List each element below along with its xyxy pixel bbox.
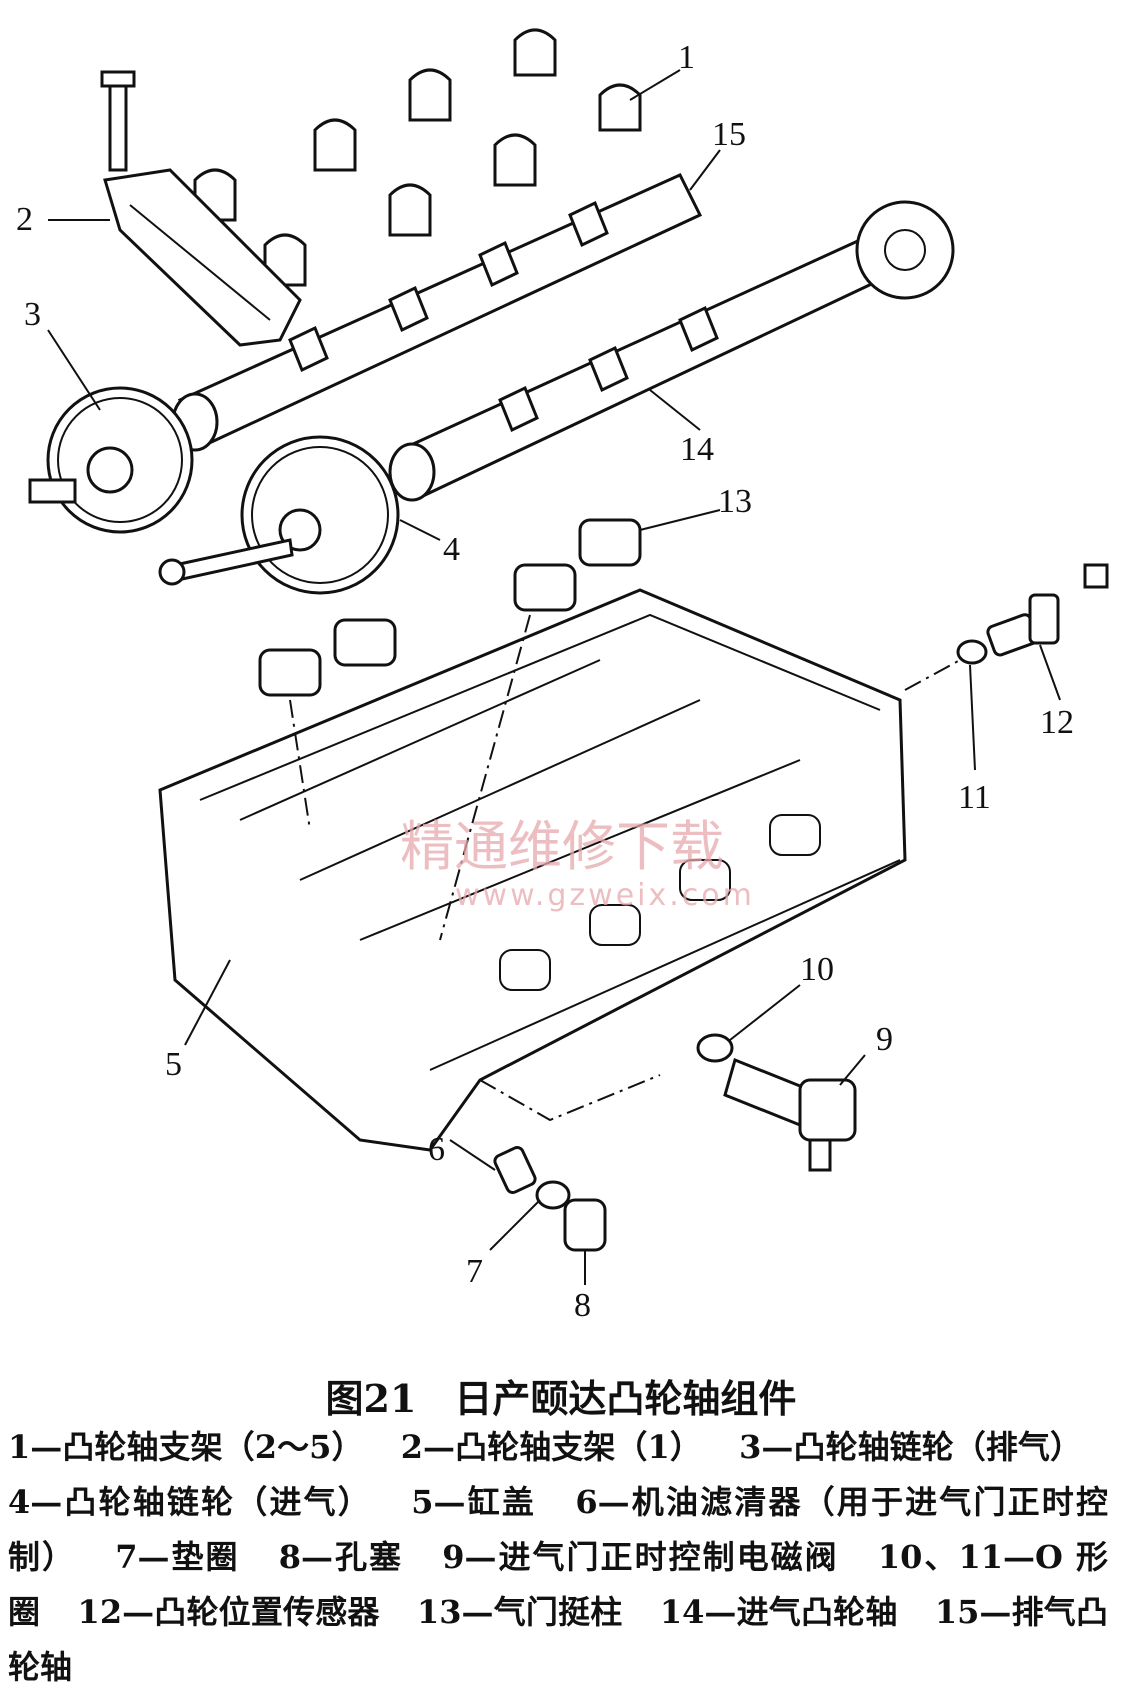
figure-caption: 图21 日产颐达凸轮轴组件: [325, 1376, 797, 1421]
legend-item: 15—排气凸轮轴: [8, 1593, 1109, 1686]
legend-item: 6—机油滤清器（用于进气门正时控制）: [8, 1483, 1108, 1576]
legend-item: 3—凸轮轴链轮（排气）: [739, 1428, 1082, 1466]
leader-lines: [47, 69, 1061, 1285]
legend-item: 8—孔塞: [278, 1538, 404, 1576]
cylinder-head: [158, 588, 961, 1152]
intake-valve-timing-solenoid: [696, 1033, 857, 1172]
watermark-url: www.gzweix.com: [455, 878, 755, 913]
callout-1: 1: [678, 39, 695, 76]
exhaust-camshaft-sprocket: [28, 386, 194, 534]
callout-14: 14: [680, 431, 714, 468]
legend-item: 2—凸轮轴支架（1）: [400, 1428, 702, 1466]
legend-item: 13—气门挺柱: [416, 1593, 623, 1631]
legend-item: 9—进气门正时控制电磁阀: [442, 1538, 839, 1576]
intake-camshaft-sprocket: [158, 435, 400, 595]
callout-5: 5: [165, 1046, 182, 1083]
callout-13: 13: [718, 483, 752, 520]
callout-6: 6: [428, 1131, 445, 1168]
legend-item: 12—凸轮位置传感器: [77, 1593, 380, 1631]
legend-item: 1—凸轮轴支架（2～5）: [8, 1428, 364, 1466]
intake-camshaft: [388, 200, 955, 502]
legend-item: 7—垫圈: [115, 1538, 240, 1576]
callout-3: 3: [24, 296, 41, 333]
callout-10: 10: [800, 951, 834, 988]
valve-lifters: [258, 518, 642, 697]
parts-legend: 1—凸轮轴支架（2～5） 2—凸轮轴支架（1） 3—凸轮轴链轮（排气） 4—凸轮…: [8, 1420, 1108, 1695]
front-camshaft-bracket: [100, 70, 302, 347]
callout-9: 9: [876, 1021, 893, 1058]
callout-4: 4: [443, 531, 460, 568]
camshaft-position-sensor: [956, 563, 1109, 665]
callout-12: 12: [1040, 704, 1074, 741]
legend-item: 14—进气凸轮轴: [659, 1593, 898, 1631]
camshaft-bearing-caps: [193, 28, 642, 287]
legend-item: 10、11—O 形圈: [8, 1538, 1109, 1631]
callout-labels: 1 2 3 4 5 6 7 8 9 10 11 12 13 14 15: [16, 39, 1074, 1324]
legend-item: 4—凸轮轴链轮（进气）: [8, 1483, 372, 1521]
callout-7: 7: [466, 1253, 483, 1290]
camshaft-assembly-diagram: 精通维修下载 www.gzweix.com 1 2 3 4 5 6 7 8 9 …: [16, 28, 1109, 1324]
oil-filter-washer-plug: [493, 1146, 607, 1252]
callout-2: 2: [16, 201, 33, 238]
watermark-text: 精通维修下载: [400, 815, 724, 878]
callout-15: 15: [712, 116, 746, 153]
callout-11: 11: [958, 779, 991, 816]
legend-item: 5—缸盖: [411, 1483, 537, 1521]
callout-8: 8: [574, 1287, 591, 1324]
